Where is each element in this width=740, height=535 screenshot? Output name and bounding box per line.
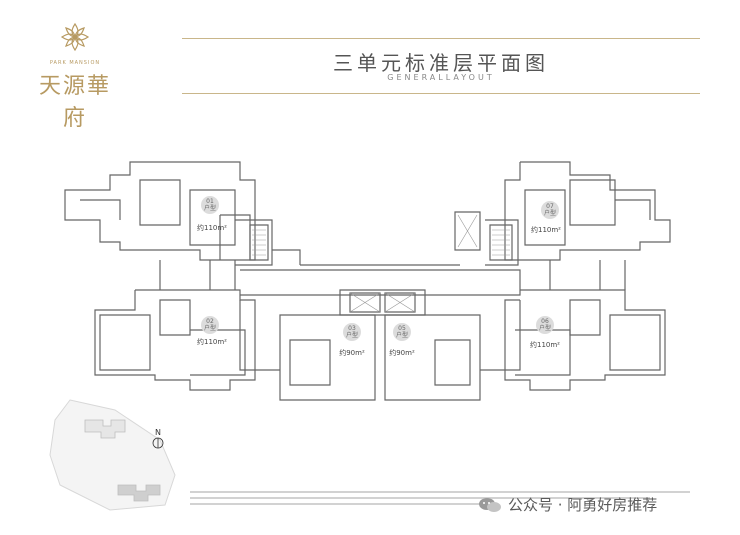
wechat-icon bbox=[479, 497, 501, 512]
plan-walls bbox=[64, 161, 671, 401]
note-line bbox=[190, 497, 650, 499]
unit-code: 07 bbox=[546, 203, 554, 210]
stair-treads bbox=[252, 229, 510, 256]
unit-type: 户型 bbox=[346, 331, 358, 339]
title-banner: 三单元标准层平面图 GENERALLAYOUT bbox=[182, 38, 700, 94]
unit-label-01: 01 户型 约110m² bbox=[197, 196, 227, 232]
north-label: N bbox=[155, 428, 161, 437]
unit-area: 约110m² bbox=[197, 223, 227, 232]
north-arrow-icon bbox=[152, 437, 164, 449]
unit-type: 户型 bbox=[204, 204, 216, 212]
unit-code: 05 bbox=[398, 325, 406, 332]
brand-name-cn: 天源華府 bbox=[38, 74, 111, 131]
unit-label-02: 02 户型 约110m² bbox=[197, 316, 227, 346]
lotus-emblem-icon bbox=[60, 22, 90, 52]
page-title: 三单元标准层平面图 bbox=[333, 51, 549, 75]
watermark: 公众号 · 阿勇好房推荐 bbox=[478, 494, 657, 515]
unit-type: 户型 bbox=[539, 324, 551, 332]
watermark-text: 公众号 · 阿勇好房推荐 bbox=[508, 496, 658, 514]
note-line bbox=[190, 503, 490, 505]
unit-code: 03 bbox=[348, 325, 356, 332]
note-line bbox=[190, 491, 690, 493]
unit-label-03: 03 户型 约90m² bbox=[339, 323, 365, 357]
brand-name-en: PARK MANSION bbox=[49, 60, 101, 66]
compass: N bbox=[150, 428, 166, 451]
unit-label-06: 06 户型 约110m² bbox=[530, 316, 560, 349]
unit-label-07: 07 户型 约110m² bbox=[531, 201, 561, 234]
unit-code: 01 bbox=[206, 198, 214, 205]
unit-type: 户型 bbox=[544, 209, 556, 217]
floor-plan: 01 户型 约110m² 02 户型 约110m² 03 户型 约90m² 05… bbox=[64, 161, 671, 401]
elevator-shafts bbox=[349, 214, 478, 313]
site-key-plan bbox=[49, 399, 176, 511]
unit-area: 约110m² bbox=[531, 225, 561, 234]
unit-area: 约90m² bbox=[339, 348, 365, 357]
page-subtitle: GENERALLAYOUT bbox=[387, 73, 495, 82]
brand-logo: PARK MANSION 天源華府 bbox=[30, 20, 120, 132]
unit-area: 约110m² bbox=[197, 337, 227, 346]
unit-area: 约110m² bbox=[530, 340, 560, 349]
unit-code: 02 bbox=[206, 318, 214, 325]
unit-type: 户型 bbox=[204, 324, 216, 332]
unit-label-05: 05 户型 约90m² bbox=[389, 323, 415, 357]
unit-area: 约90m² bbox=[389, 348, 415, 357]
disclaimer-notes bbox=[190, 487, 690, 509]
unit-code: 06 bbox=[541, 318, 549, 325]
unit-type: 户型 bbox=[396, 331, 408, 339]
